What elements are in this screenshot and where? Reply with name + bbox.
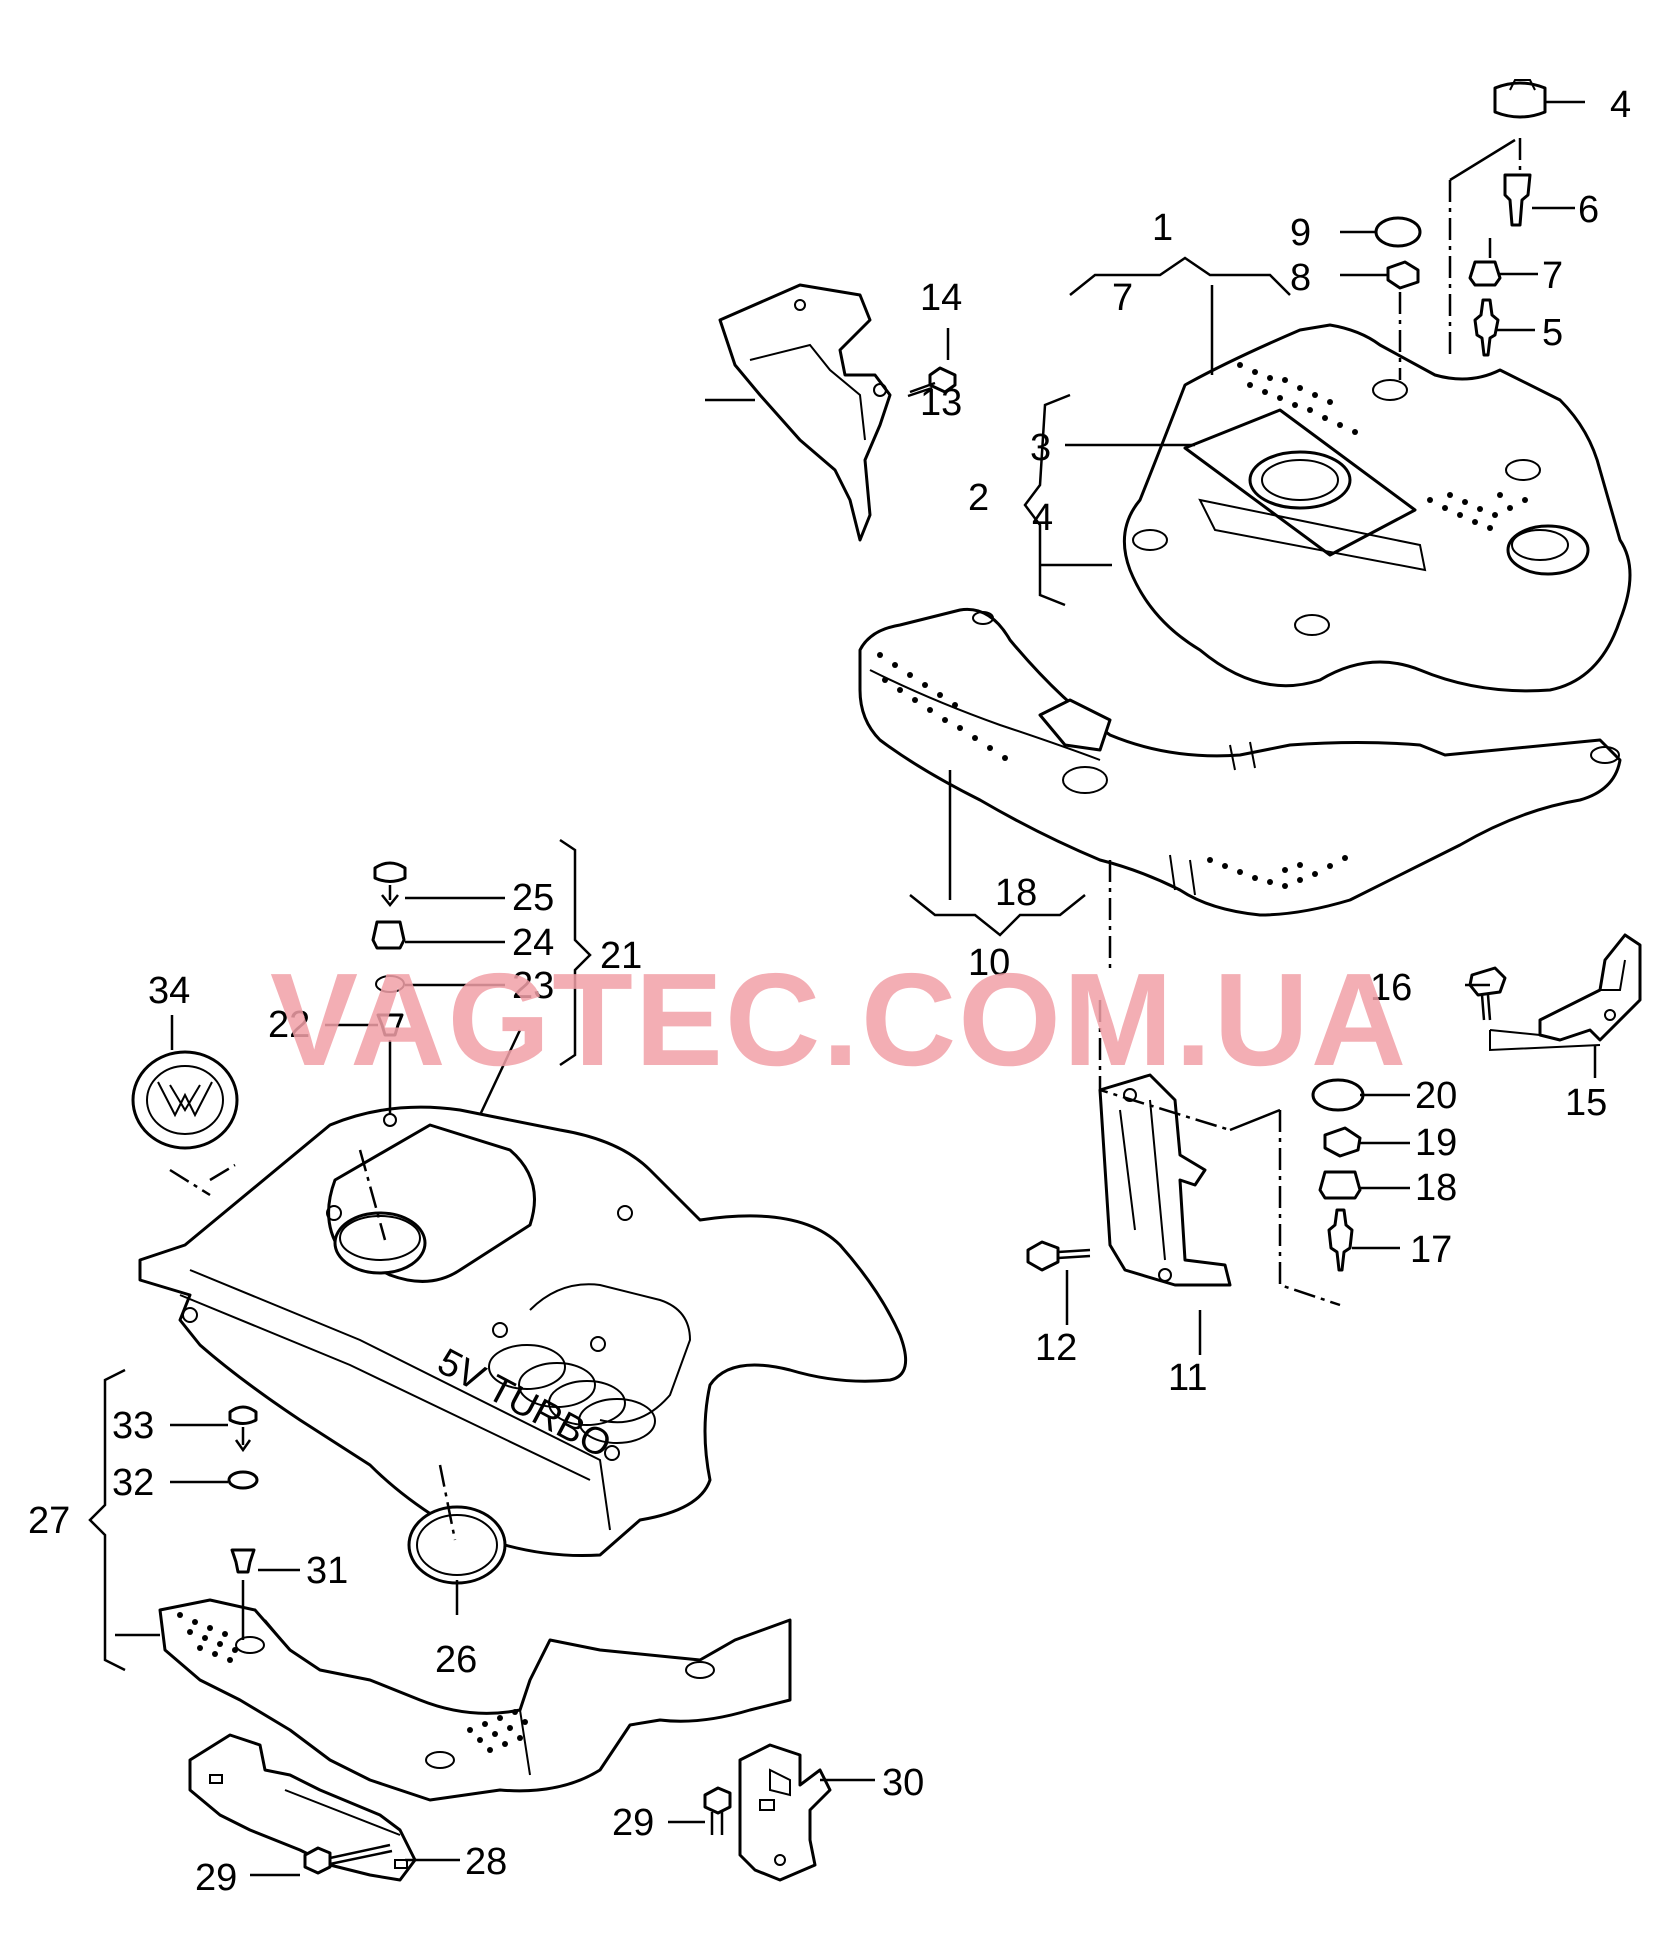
callout-20: 20: [1415, 1075, 1457, 1117]
callout-13: 13: [920, 382, 962, 424]
hardware-stack-27: [227, 1405, 259, 1640]
bracket-30: [703, 1743, 832, 1882]
bolt-14: [907, 366, 957, 398]
callout-12: 12: [1035, 1327, 1077, 1369]
bracket-13: [718, 283, 892, 542]
callout-7: 7: [1542, 255, 1563, 297]
callout-4b: 4: [1032, 497, 1053, 539]
callout-11: 11: [1168, 1357, 1207, 1399]
hardware-stack-lower: [1229, 1078, 1365, 1307]
callout-3: 3: [1030, 427, 1051, 469]
vw-emblem-34: [131, 1050, 239, 1197]
tray-texture-dots: [877, 652, 1348, 889]
callout-18b: 18: [1415, 1167, 1457, 1209]
lower-cover-tray: [158, 1598, 792, 1802]
callout-4: 4: [1610, 84, 1631, 126]
callout-17: 17: [1410, 1229, 1452, 1271]
bracket-15: [1468, 933, 1642, 1052]
callout-19: 19: [1415, 1122, 1457, 1164]
cap-9-nut-8: [1374, 216, 1422, 380]
upper-engine-cover: [1122, 323, 1632, 693]
callout-22: 22: [268, 1004, 310, 1046]
texture-dots: [1237, 362, 1528, 531]
callout-24: 24: [512, 922, 554, 964]
callout-labels: 4 6 7 5 9 8 1 7 3 2 4 13 14 18 10 16 15 …: [28, 84, 1631, 1899]
callout-30: 30: [882, 1762, 924, 1804]
callout-32: 32: [112, 1462, 154, 1504]
callout-27: 27: [28, 1500, 70, 1542]
callout-1: 1: [1152, 207, 1173, 249]
callout-6: 6: [1578, 189, 1599, 231]
callout-18: 18: [995, 872, 1037, 914]
callout-33: 33: [112, 1405, 154, 1447]
callout-8: 8: [1290, 257, 1311, 299]
watermark-text: VAGTEC.COM.UA: [270, 946, 1408, 1093]
lower-tray-dots: [177, 1612, 528, 1753]
callout-10: 10: [968, 942, 1010, 984]
main-engine-cover: 5V TURBO: [138, 1105, 908, 1558]
bracket-11: [1026, 1000, 1232, 1287]
callout-25: 25: [512, 877, 554, 919]
callout-15: 15: [1565, 1082, 1607, 1124]
callout-16: 16: [1370, 967, 1412, 1009]
callout-7b: 7: [1112, 277, 1133, 319]
hardware-stack-21: [358, 861, 522, 1241]
callout-28: 28: [465, 1841, 507, 1883]
leader-lines: [88, 100, 1597, 1877]
hardware-stack-right: [1448, 79, 1547, 360]
callout-5: 5: [1542, 312, 1563, 354]
callout-14: 14: [920, 277, 962, 319]
callout-29: 29: [195, 1857, 237, 1899]
callout-2: 2: [968, 477, 989, 519]
callout-29b: 29: [612, 1802, 654, 1844]
callout-21: 21: [600, 935, 642, 977]
ring-26: [407, 1464, 507, 1585]
callout-31: 31: [306, 1550, 348, 1592]
callout-23: 23: [512, 965, 554, 1007]
callout-34: 34: [148, 970, 190, 1012]
callout-26: 26: [435, 1639, 477, 1681]
callout-9: 9: [1290, 212, 1311, 254]
upper-cover-tray: [858, 607, 1622, 917]
